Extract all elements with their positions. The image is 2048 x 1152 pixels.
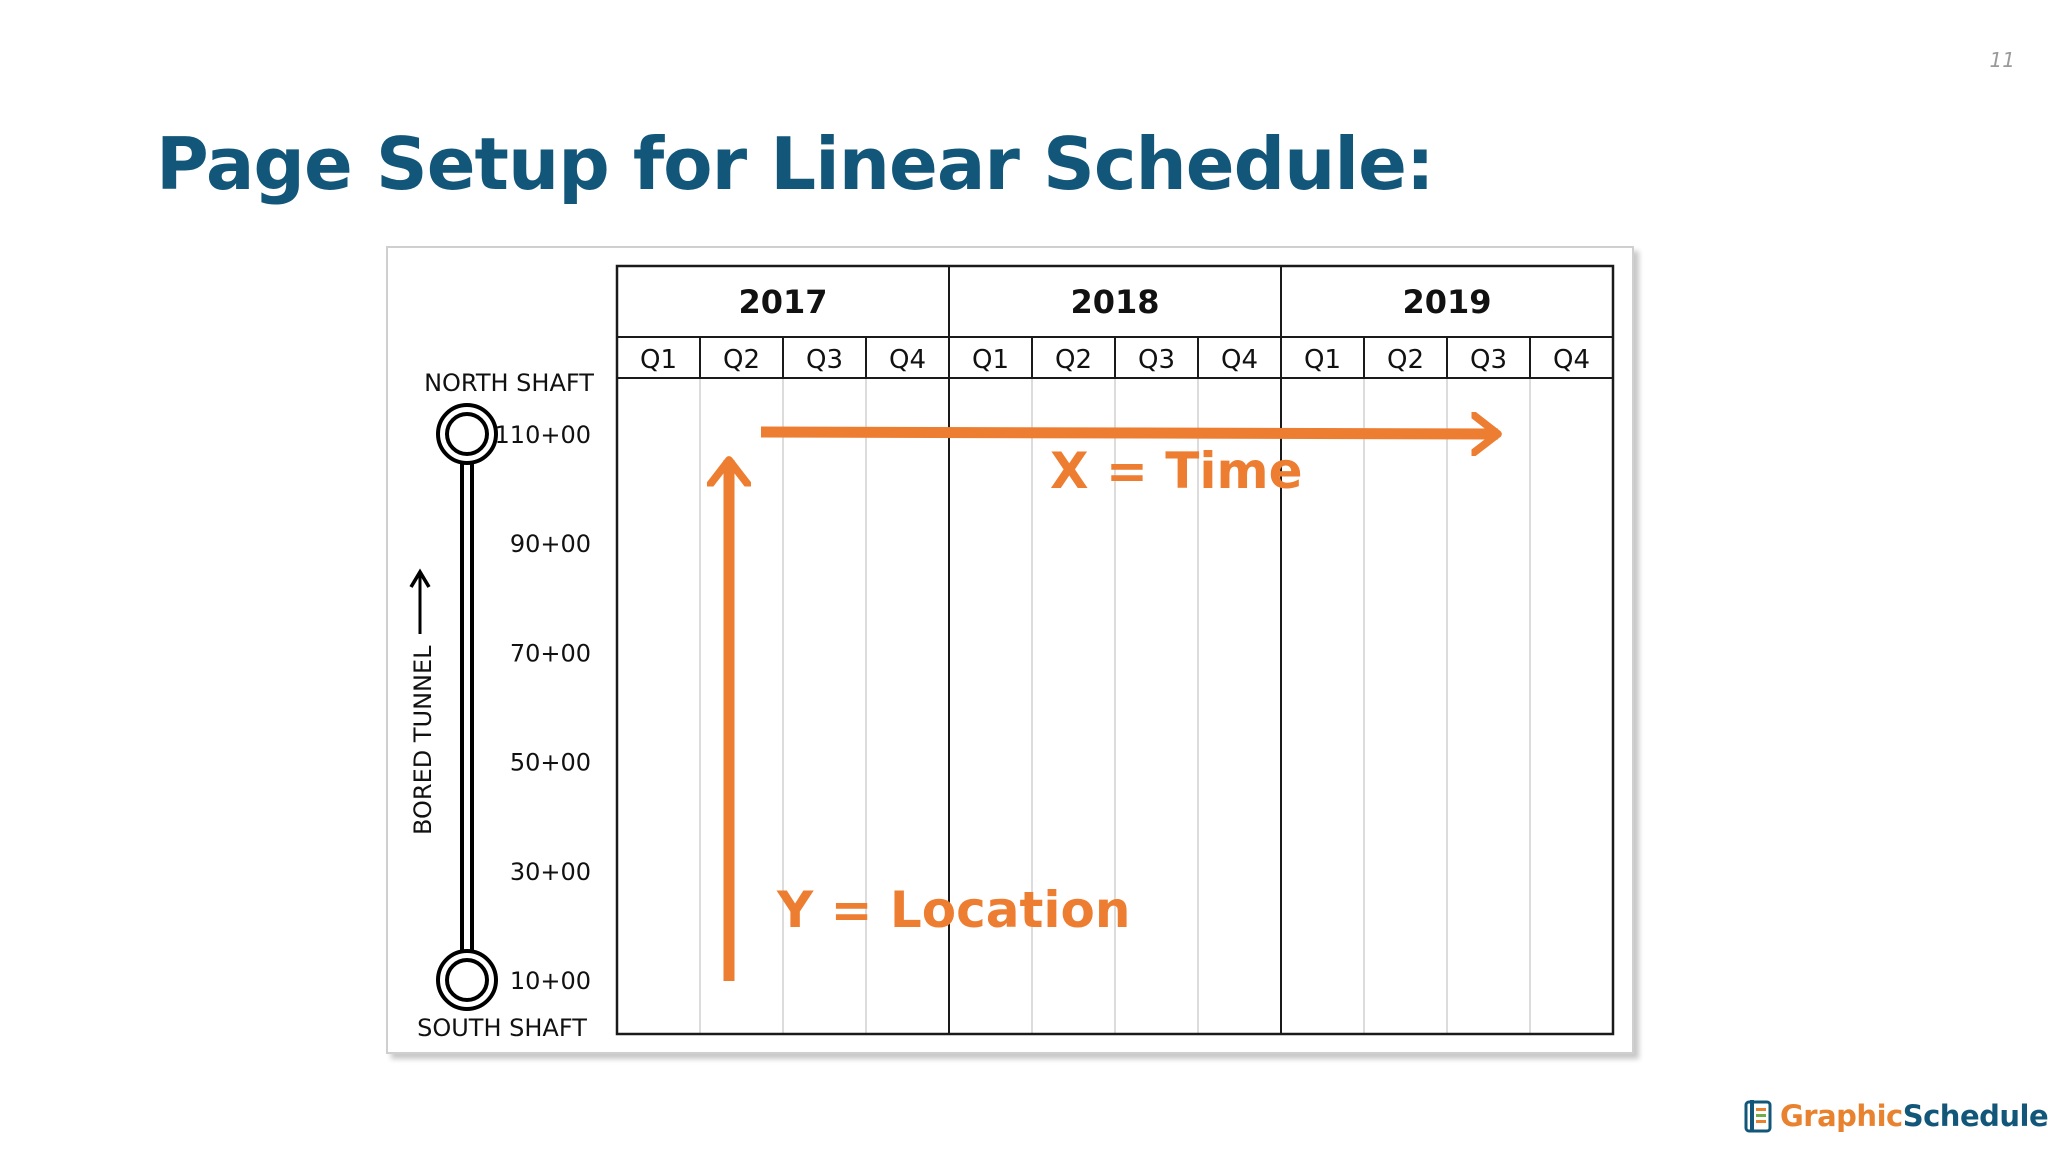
tunnel-label: BORED TUNNEL [409, 645, 437, 835]
quarter-label: Q3 [1470, 345, 1507, 375]
quarter-label: Q1 [1304, 345, 1341, 375]
south-shaft-icon [445, 958, 489, 1002]
quarter-label: Q4 [1221, 345, 1258, 375]
station-label: 50+00 [510, 749, 591, 777]
year-label: 2018 [1070, 283, 1159, 321]
quarter-label: Q2 [1387, 345, 1424, 375]
quarter-label: Q1 [972, 345, 1009, 375]
logo-text-graphic: Graphic [1780, 1099, 1903, 1133]
schedule-frame [615, 264, 1615, 1036]
station-label: 30+00 [510, 858, 591, 886]
quarter-label: Q4 [889, 345, 926, 375]
year-label: 2017 [738, 283, 827, 321]
axis-annotations: X = Time Y = Location [729, 432, 1498, 981]
north-shaft-icon [445, 412, 489, 456]
slide-title: Page Setup for Linear Schedule: [156, 122, 1435, 206]
logo-text-schedule: Schedule [1902, 1099, 2048, 1133]
x-time-arrow [760, 432, 1498, 434]
graphicschedule-logo: GraphicSchedule [1744, 1096, 2048, 1136]
station-label: 110+00 [495, 421, 591, 449]
quarter-label: Q4 [1553, 345, 1590, 375]
schedule-grid [615, 264, 1615, 1036]
station-label: 90+00 [510, 530, 591, 558]
station-label: 70+00 [510, 639, 591, 667]
schedule-book-icon [1744, 1100, 1772, 1133]
quarter-label: Q3 [806, 345, 843, 375]
y-location-annotation: Y = Location [776, 881, 1131, 939]
page-number: 11 [1989, 48, 2015, 72]
tunnel-graphic [409, 403, 498, 1011]
quarter-label: Q3 [1138, 345, 1175, 375]
x-time-annotation: X = Time [1050, 442, 1303, 500]
quarter-label: Q1 [640, 345, 677, 375]
station-label: 10+00 [510, 967, 591, 995]
year-label: 2019 [1402, 283, 1491, 321]
north-shaft-label: NORTH SHAFT [424, 369, 594, 397]
quarter-label: Q2 [1055, 345, 1092, 375]
quarter-label: Q2 [723, 345, 760, 375]
south-shaft-label: SOUTH SHAFT [417, 1014, 587, 1042]
